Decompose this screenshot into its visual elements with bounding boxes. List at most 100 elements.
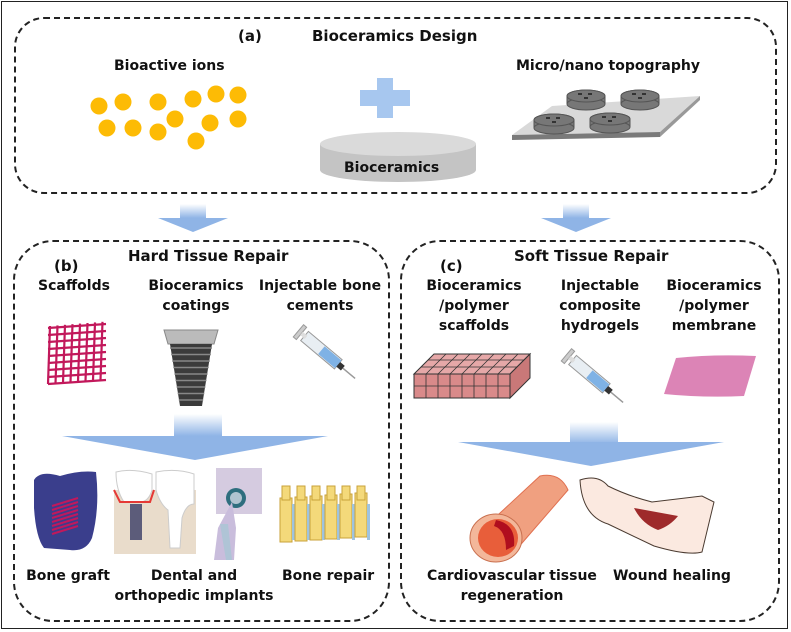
hard-tissue-flow-arrow (62, 414, 328, 460)
ion-dot (124, 119, 142, 137)
bone-graft-icon (34, 471, 98, 551)
panel-c-box (400, 240, 780, 622)
ion-dot (149, 123, 167, 141)
material-polymer-membrane-label: Bioceramics /polymer membrane (664, 276, 764, 336)
mesh-line (47, 357, 107, 365)
topography-plate-icon (512, 89, 700, 140)
grid-line (437, 353, 459, 375)
arrow-to-soft-tissue (541, 204, 611, 232)
material-bioceramic-polymer-scaffolds-label: Bioceramics /polymer scaffolds (424, 276, 524, 336)
syringe-icon (292, 324, 356, 380)
soft-tissue-flow-arrow (458, 422, 724, 466)
arm-wound-icon (579, 477, 715, 554)
grid-line (425, 353, 447, 375)
bioactive-ions-icon (90, 85, 247, 150)
plus-icon (360, 78, 410, 118)
label-line: Bone graft (26, 568, 110, 584)
label-line: Injectable bone (258, 278, 382, 294)
ion-dot (201, 114, 219, 132)
panel-b-box (13, 240, 390, 622)
mesh-line (47, 322, 107, 330)
label-line: composite (559, 298, 641, 314)
graft-line (51, 517, 79, 527)
material-composite-hydrogels-label: Injectable composite hydrogels (556, 276, 644, 336)
label-line: Bioceramics (666, 278, 762, 294)
grid-line (497, 353, 519, 375)
graft-line (51, 513, 79, 523)
polymer-scaffold-block-icon (412, 352, 532, 400)
disc (307, 504, 310, 540)
graft-line (51, 521, 79, 531)
graft-line (51, 501, 79, 511)
grid-line (461, 353, 483, 375)
blood-vessel-icon (469, 474, 569, 563)
spine-bone-repair-icon (279, 485, 370, 543)
ion-dot (184, 90, 202, 108)
grid-line (449, 353, 471, 375)
spinous-process (326, 485, 336, 501)
label-line: membrane (671, 318, 757, 334)
spinous-process (281, 485, 291, 501)
panel-a-box (14, 17, 777, 194)
bioceramics-disc-icon (320, 132, 476, 182)
label-line: Bioceramics (426, 278, 522, 294)
app-bone-repair-label: Bone repair (282, 566, 374, 586)
label-line: hydrogels (560, 318, 640, 334)
topography-label: Micro/nano topography (516, 58, 700, 74)
app-cardiovascular-label: Cardiovascular tissue regeneration (424, 566, 600, 606)
spinous-process (311, 485, 321, 501)
bioactive-ions-label: Bioactive ions (114, 58, 225, 74)
ion-dot (229, 86, 247, 104)
material-coatings-label: Bioceramics coatings (146, 276, 246, 316)
app-dental-orthopedic-label: Dental and orthopedic implants (114, 566, 274, 606)
panel-c-tag: (c) (440, 257, 463, 275)
ion-dot (166, 110, 184, 128)
ion-dot (114, 93, 132, 111)
mesh-line (47, 329, 107, 337)
vertebra (324, 494, 338, 540)
vertebra (309, 495, 323, 541)
disc-label: Bioceramics (344, 160, 440, 176)
ion-dot (207, 85, 225, 103)
hydrogel-syringe-icon (560, 348, 624, 404)
label-line: coatings (162, 298, 230, 314)
mesh-line (47, 336, 107, 344)
panel-a-tag: (a) (238, 27, 262, 45)
label-line: Bone repair (282, 568, 375, 584)
panel-c-title: Soft Tissue Repair (514, 247, 669, 265)
ion-dot (149, 93, 167, 111)
label-line: Injectable (560, 278, 640, 294)
label-line: Scaffolds (38, 278, 110, 294)
material-scaffolds-label: Scaffolds (38, 276, 110, 296)
label-line: orthopedic implants (114, 588, 274, 604)
spinous-process (341, 485, 351, 501)
label-line: Dental and (150, 568, 238, 584)
ion-dot (98, 119, 116, 137)
disc (322, 504, 325, 540)
material-bone-cements-label: Injectable bone cements (258, 276, 382, 316)
spinous-process (356, 485, 366, 501)
mesh-line (47, 371, 107, 379)
dental-implant-screw-icon (163, 329, 219, 406)
vertebra (279, 497, 293, 543)
label-line: Cardiovascular tissue (427, 568, 597, 584)
label-line: regeneration (460, 588, 564, 604)
label-line: Bioceramics (148, 278, 244, 294)
graft-line (51, 505, 79, 515)
vertebra (339, 493, 353, 539)
graft-line (51, 497, 79, 507)
mesh-line (47, 343, 107, 351)
app-bone-graft-label: Bone graft (26, 566, 110, 586)
disc (337, 504, 340, 540)
label-line: /polymer (439, 298, 509, 314)
disc (292, 504, 295, 540)
dental-implant-icon (113, 469, 196, 554)
panel-a-title: Bioceramics Design (312, 27, 478, 45)
label-line: scaffolds (438, 318, 510, 334)
spinous-process (296, 485, 306, 501)
graft-line (51, 525, 79, 535)
label-line: /polymer (679, 298, 749, 314)
ion-dot (90, 97, 108, 115)
app-wound-healing-label: Wound healing (610, 566, 734, 586)
